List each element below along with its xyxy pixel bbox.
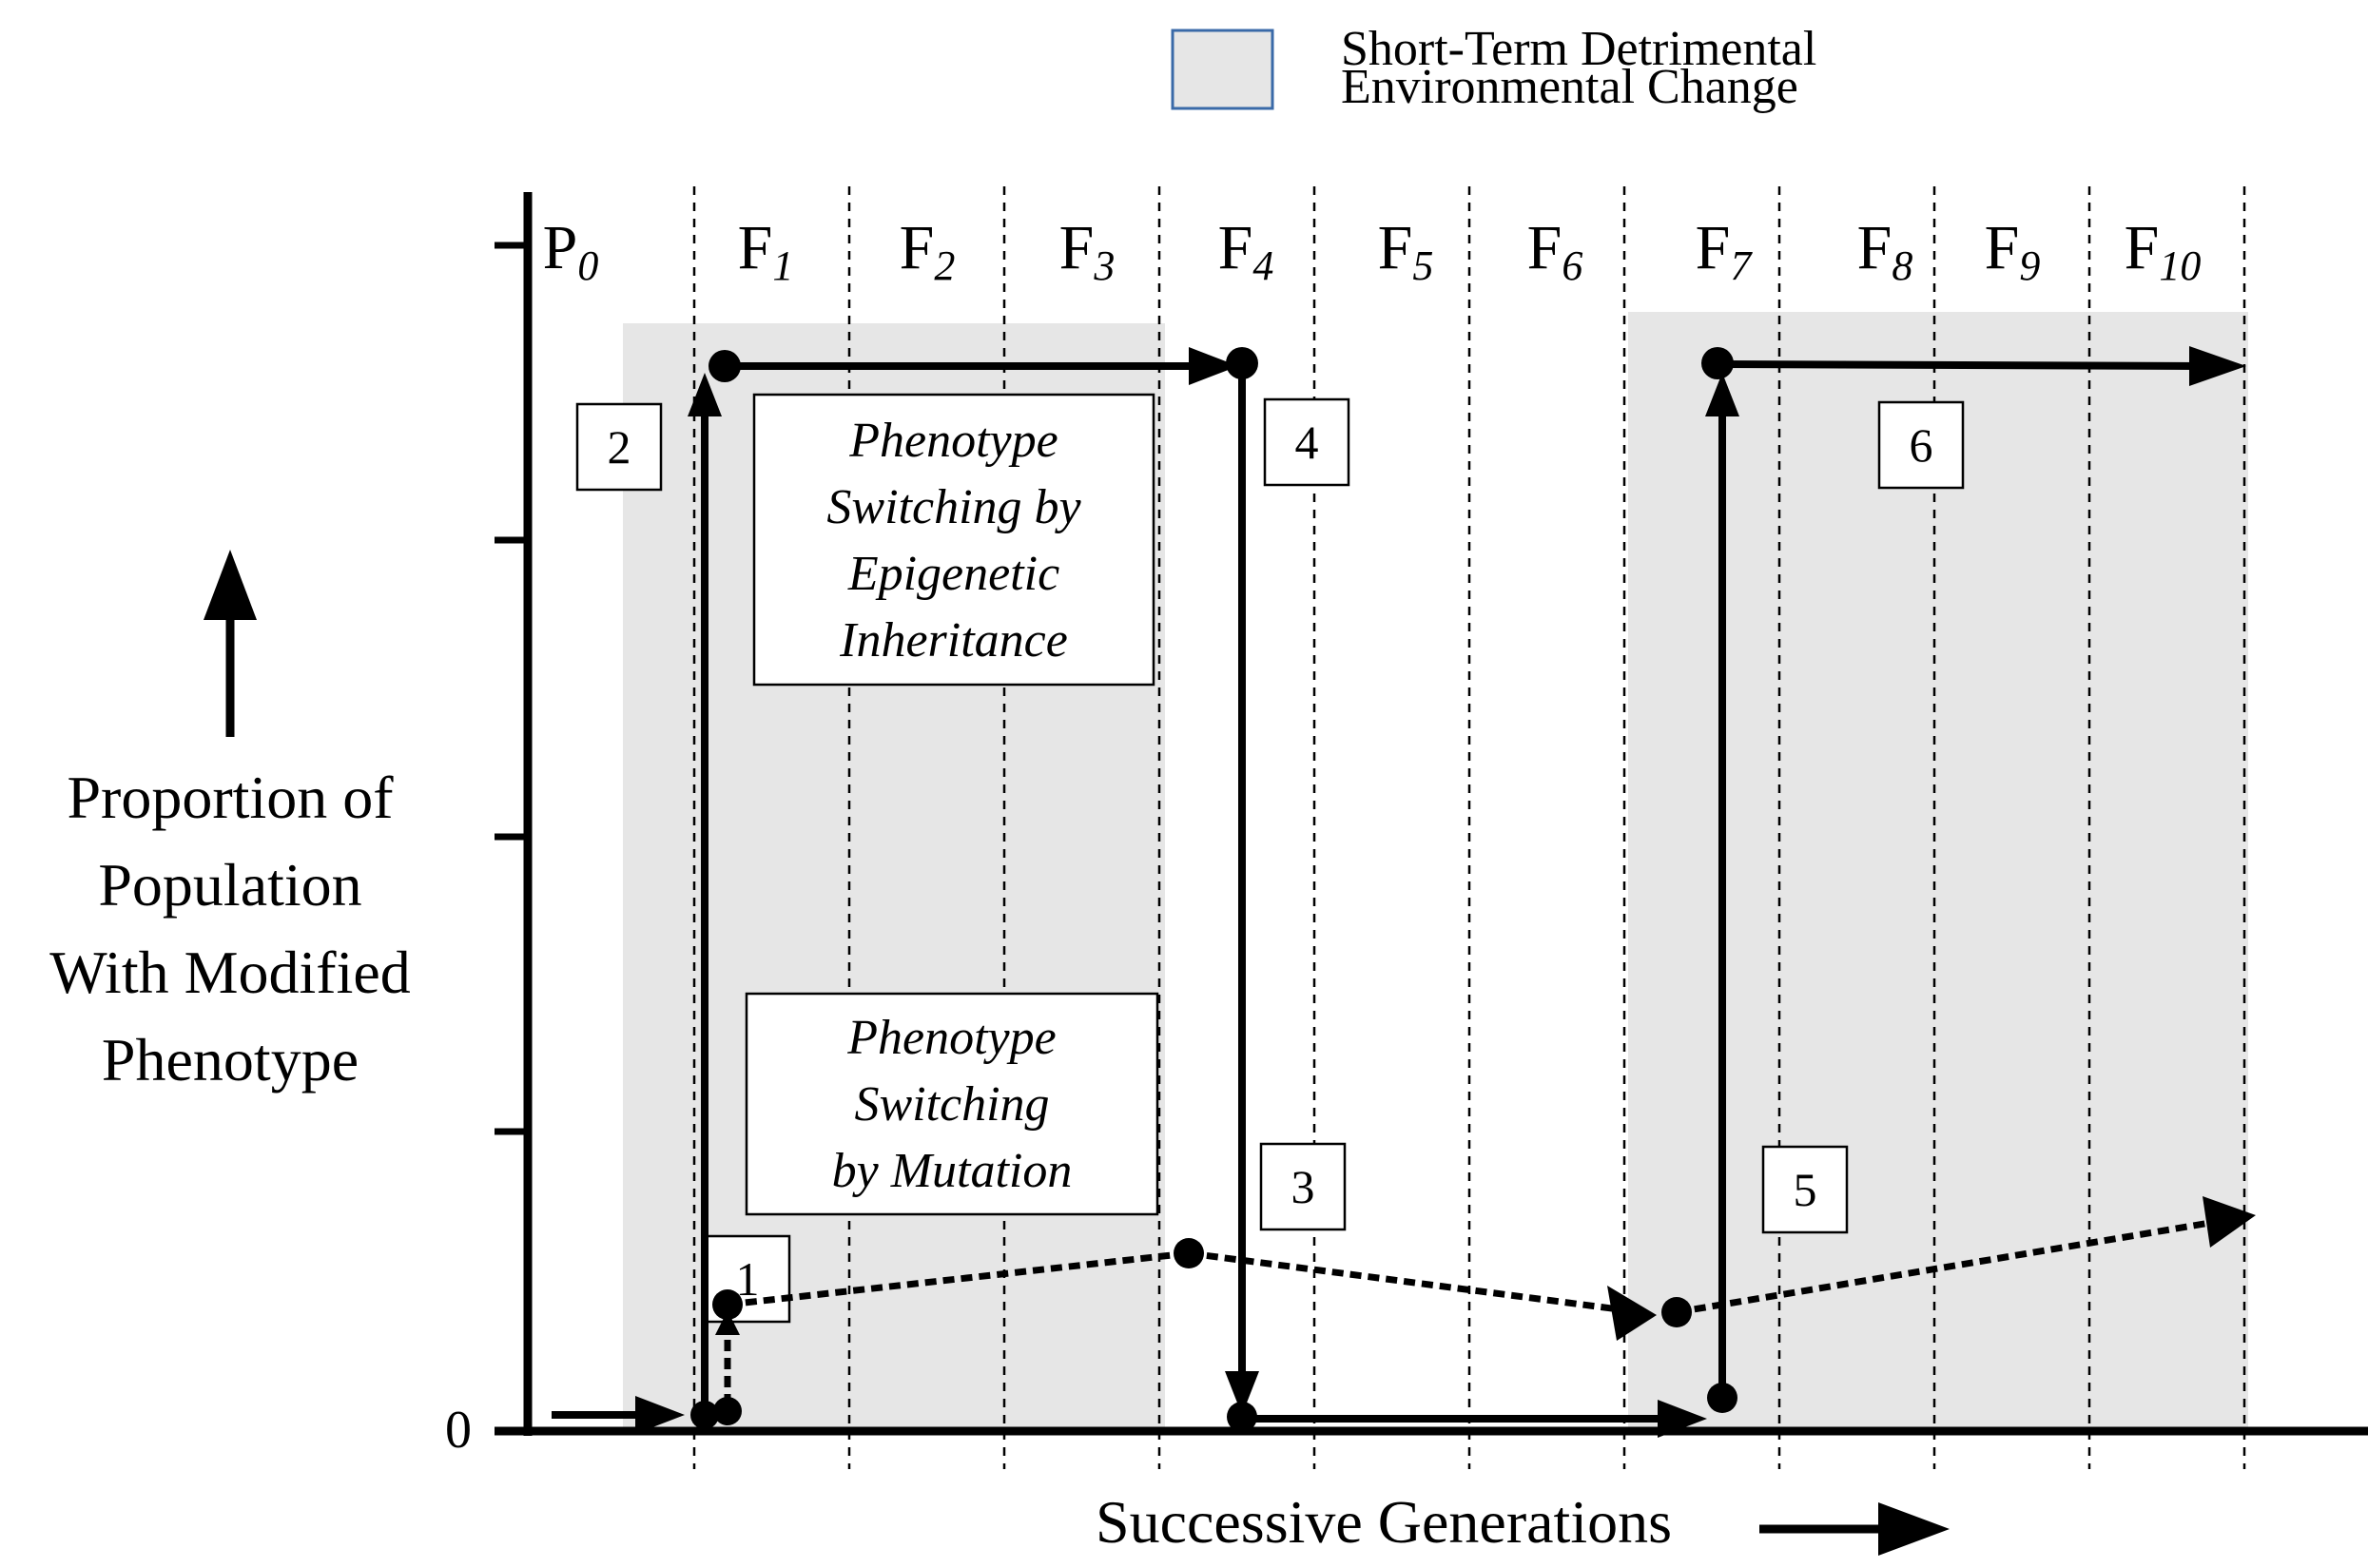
detrimental-period-shade-2 bbox=[1628, 312, 2248, 1431]
path-nodes bbox=[690, 347, 1737, 1432]
step-box-5: 5 bbox=[1761, 1145, 1849, 1234]
mutation-box-line2: Switching bbox=[854, 1077, 1049, 1132]
y-axis-label: Proportion of Population With Modified P… bbox=[49, 550, 411, 1094]
svg-text:3: 3 bbox=[1291, 1160, 1315, 1213]
legend-text-line1: Short-Term Detrimental bbox=[1341, 22, 1816, 76]
y-axis-label-line3: With Modified bbox=[49, 939, 411, 1006]
y-axis-label-line4: Phenotype bbox=[102, 1026, 359, 1094]
svg-text:2: 2 bbox=[608, 420, 631, 474]
step-box-2: 2 bbox=[575, 402, 663, 492]
generation-label-f2: F2 bbox=[900, 213, 956, 289]
epigenetic-path bbox=[552, 360, 2203, 1423]
epigenetic-box-line2: Switching by bbox=[826, 480, 1081, 534]
x-axis-label-group: Successive Generations bbox=[1096, 1488, 1950, 1556]
epigenetic-box: Phenotype Switching by Epigenetic Inheri… bbox=[752, 393, 1155, 687]
y-axis-label-line2: Population bbox=[98, 851, 361, 919]
generation-label-f8: F8 bbox=[1857, 213, 1913, 289]
step-box-6: 6 bbox=[1877, 400, 1965, 490]
node-f6-mutation bbox=[1661, 1297, 1692, 1327]
step-box-3: 3 bbox=[1259, 1142, 1347, 1231]
epigenetic-arrowhead-end-icon bbox=[2189, 346, 2246, 386]
generation-label-f9: F9 bbox=[1985, 213, 2041, 289]
svg-text:5: 5 bbox=[1794, 1163, 1817, 1216]
svg-text:6: 6 bbox=[1910, 418, 1933, 472]
y-axis-zero-label: 0 bbox=[445, 1401, 472, 1460]
x-axis-label: Successive Generations bbox=[1096, 1488, 1672, 1556]
node-f1-top bbox=[708, 350, 741, 382]
mutation-box-line3: by Mutation bbox=[832, 1144, 1073, 1198]
mutation-box: Phenotype Switching by Mutation bbox=[745, 992, 1159, 1216]
node-f1-base bbox=[690, 1401, 719, 1429]
node-f4-top bbox=[1226, 347, 1258, 379]
legend-text-line2: Environmental Change bbox=[1341, 60, 1798, 114]
node-f7-base bbox=[1707, 1383, 1737, 1413]
y-axis-ticks bbox=[495, 242, 528, 1135]
generation-label-f3: F3 bbox=[1059, 213, 1116, 289]
node-f4-base bbox=[1227, 1402, 1257, 1432]
right-arrow-head-icon bbox=[1878, 1502, 1950, 1556]
epigenetic-box-line3: Epigenetic bbox=[847, 547, 1059, 601]
generation-labels: P0 F1 F2 F3 F4 F5 F6 F7 F8 F9 F10 bbox=[543, 213, 2202, 289]
y-axis-label-line1: Proportion of bbox=[67, 764, 394, 831]
mutation-box-line1: Phenotype bbox=[846, 1011, 1056, 1065]
epigenetic-arrowhead-up-icon bbox=[688, 373, 722, 416]
node-f1-mutation-base bbox=[713, 1397, 742, 1425]
epigenetic-arrowhead-up2-icon bbox=[1705, 373, 1739, 416]
generation-label-f5: F5 bbox=[1378, 213, 1434, 289]
generation-label-p0: P0 bbox=[543, 213, 599, 289]
epigenetic-box-line4: Inheritance bbox=[839, 613, 1068, 668]
epigenetic-arrowhead-f4-icon bbox=[1189, 347, 1238, 385]
generation-label-f10: F10 bbox=[2125, 213, 2202, 289]
node-f3-mutation bbox=[1174, 1238, 1204, 1268]
mutation-arrowhead-end-icon bbox=[2203, 1196, 2256, 1248]
mutation-arrowhead-f6-icon bbox=[1607, 1286, 1657, 1341]
legend: Short-Term Detrimental Environmental Cha… bbox=[1171, 22, 1816, 114]
generation-label-f1: F1 bbox=[738, 213, 794, 289]
epigenetic-box-line1: Phenotype bbox=[848, 414, 1058, 468]
legend-swatch bbox=[1171, 29, 1274, 110]
node-f7-top bbox=[1701, 347, 1734, 379]
up-arrow-head-icon bbox=[204, 550, 257, 620]
svg-text:4: 4 bbox=[1295, 416, 1319, 469]
generation-label-f6: F6 bbox=[1527, 213, 1583, 289]
generation-label-f7: F7 bbox=[1696, 213, 1754, 289]
mutation-arrowhead-up-icon bbox=[715, 1310, 740, 1335]
epigenetic-arrowhead-start-icon bbox=[635, 1396, 685, 1434]
epigenetic-arrowhead-down-icon bbox=[1225, 1371, 1259, 1415]
generation-label-f4: F4 bbox=[1218, 213, 1274, 289]
mutation-path bbox=[724, 1218, 2217, 1405]
step-box-4: 4 bbox=[1263, 397, 1350, 487]
epigenetic-arrowhead-f7-icon bbox=[1658, 1400, 1707, 1438]
node-f1-mutation bbox=[712, 1289, 743, 1320]
